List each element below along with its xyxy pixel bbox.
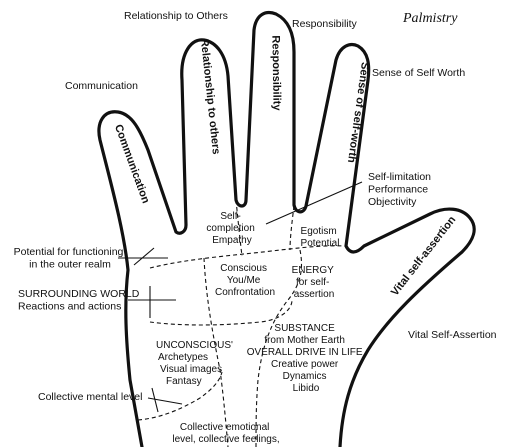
finger-label-communication: Communication [112, 123, 152, 205]
palm-label-collective-emotional: Collective emotional level, collective f… [172, 422, 279, 445]
palm-label-self-completion: Self- completion Empathy [206, 211, 257, 246]
zone-lines [137, 199, 347, 447]
label-potential-outer-realm: Potential for functioning in the outer r… [14, 246, 127, 271]
finger-label-responsibility: Responsibility [269, 35, 282, 111]
label-relationship-to-others: Relationship to Others [124, 10, 228, 22]
palm-label-substance: SUBSTANCE from Mother Earth OVERALL DRIV… [247, 323, 366, 394]
palm-label-conscious: Conscious You/Me Confrontation [215, 263, 275, 298]
pointer-lines [118, 181, 363, 413]
palm-label-energy: ENERGY for self- assertion [292, 265, 337, 300]
label-sense-of-self-worth: Sense of Self Worth [372, 67, 465, 79]
label-communication: Communication [65, 80, 138, 92]
finger-label-sense-of-self-worth: Sense of self-worth [345, 61, 371, 163]
label-collective-mental-level: Collective mental level [38, 391, 142, 403]
label-responsibility: Responsibility [292, 18, 358, 30]
diagram-title: Palmistry [402, 11, 458, 26]
palm-label-egotism: Egotism Potential [301, 226, 340, 249]
finger-label-relationship-to-others: Relationship to others [198, 38, 222, 155]
hand-outline [97, 10, 476, 447]
palm-label-unconscious: UNCONSCIOUS' Archetypes Visual images Fa… [156, 340, 236, 387]
label-surrounding-world: SURROUNDING WORLD Reactions and actions [18, 288, 142, 313]
label-vital-self-assertion: Vital Self-Assertion [408, 329, 497, 341]
label-self-limitation: Self-limitation Performance Objectivity [368, 171, 434, 208]
